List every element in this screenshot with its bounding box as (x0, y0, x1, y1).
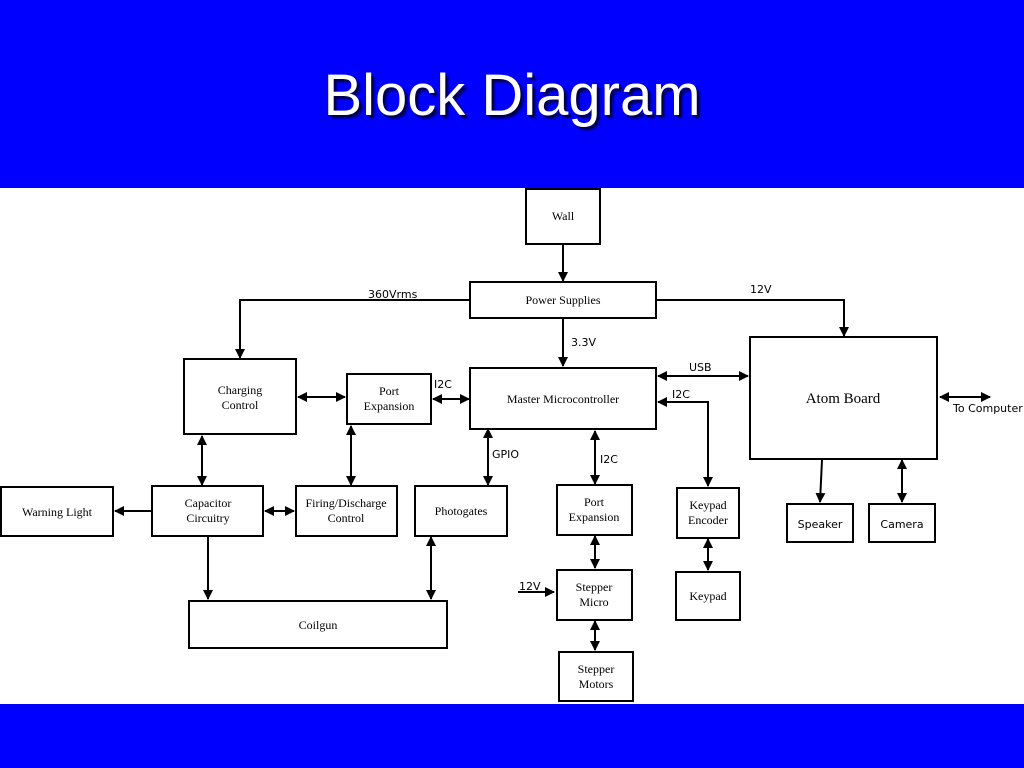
label-charging-control-2: Control (222, 398, 259, 412)
label-port-expansion-center-2: Expansion (569, 510, 620, 524)
block-stepper-micro (556, 569, 633, 621)
label-3-3v: 3.3V (571, 336, 596, 349)
label-speaker: Speaker (798, 518, 843, 531)
connectors (114, 245, 991, 651)
label-master-microcontroller: Master Microcontroller (507, 392, 619, 406)
block-shapes (0, 188, 938, 702)
block-diagram: Wall Power Supplies Charging Control Por… (0, 188, 1023, 702)
block-speaker (786, 503, 854, 543)
label-port-expansion-left-2: Expansion (364, 399, 415, 413)
label-wall: Wall (552, 209, 575, 223)
label-charging-control-1: Charging (218, 383, 262, 397)
label-keypad-encoder-1: Keypad (689, 498, 726, 512)
label-stepper-micro-1: Stepper (576, 580, 613, 594)
diagram-canvas: Wall Power Supplies Charging Control Por… (0, 188, 1024, 704)
label-firing-discharge-1: Firing/Discharge (305, 496, 386, 510)
block-coilgun (188, 600, 448, 649)
label-stepper-micro-2: Micro (579, 595, 608, 609)
block-charging-control (183, 358, 297, 435)
arrow-power-charging (235, 299, 470, 359)
label-firing-discharge-2: Control (328, 511, 365, 525)
label-i2c-right: I2C (672, 388, 690, 401)
label-warning-light: Warning Light (22, 505, 93, 519)
label-i2c-center: I2C (600, 453, 618, 466)
block-firing-discharge-control (295, 485, 398, 537)
label-360vrms: 360Vrms (368, 288, 418, 301)
label-to-computer: To Computer (952, 402, 1023, 415)
label-12v-stepper: 12V (519, 580, 541, 593)
block-labels: Wall Power Supplies Charging Control Por… (22, 209, 924, 691)
label-power-supplies: Power Supplies (526, 293, 601, 307)
block-camera (868, 503, 936, 543)
block-wall (525, 188, 601, 245)
label-keypad: Keypad (689, 589, 726, 603)
block-master-microcontroller (469, 367, 657, 430)
block-port-expansion-left (346, 373, 432, 425)
label-capacitor-circuitry-1: Capacitor (185, 496, 232, 510)
connection-labels: 360Vrms 12V 3.3V USB I2C I2C GPIO I2C To… (368, 283, 1023, 593)
label-keypad-encoder-2: Encoder (688, 513, 728, 527)
label-photogates: Photogates (435, 504, 488, 518)
block-capacitor-circuitry (151, 485, 264, 537)
label-camera: Camera (880, 518, 923, 531)
label-capacitor-circuitry-2: Circuitry (186, 511, 229, 525)
label-stepper-motors-1: Stepper (578, 662, 615, 676)
block-power-supplies (469, 281, 657, 319)
label-coilgun: Coilgun (299, 618, 338, 632)
slide-title: Block Diagram (323, 63, 701, 128)
arrow-atom-speaker (815, 459, 826, 503)
block-stepper-motors (558, 651, 634, 702)
block-keypad (675, 571, 741, 621)
block-keypad-encoder (676, 487, 740, 539)
label-gpio: GPIO (492, 448, 519, 461)
block-atom-board (749, 336, 938, 460)
arrow-power-atom (656, 299, 849, 337)
label-port-expansion-center-1: Port (584, 495, 605, 509)
arrow-master-keypad-encoder (657, 397, 713, 487)
label-stepper-motors-2: Motors (579, 677, 614, 691)
block-photogates (414, 485, 508, 537)
bottom-bar (0, 704, 1024, 768)
title-bar: Block Diagram (0, 0, 1024, 188)
label-usb: USB (689, 361, 712, 374)
label-atom-board: Atom Board (806, 391, 881, 407)
label-port-expansion-left-1: Port (379, 384, 400, 398)
label-i2c-left: I2C (434, 378, 452, 391)
label-12v-top: 12V (750, 283, 772, 296)
block-warning-light (0, 486, 114, 537)
block-port-expansion-center (556, 484, 633, 536)
